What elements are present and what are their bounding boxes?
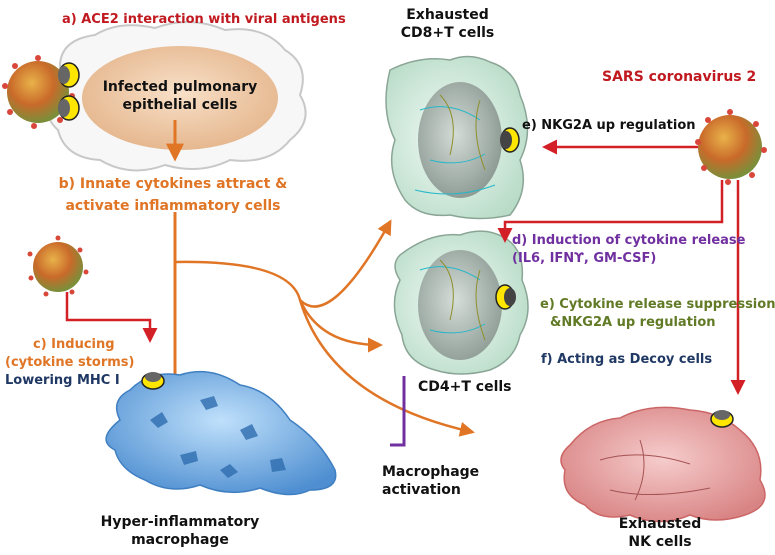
label-macrophage-activation: Macrophage activation xyxy=(382,463,479,499)
virus-icon xyxy=(27,235,89,297)
arrow-virus-to-inducing xyxy=(65,292,158,343)
label-inducing: c) Inducing (cytokine storms) Lowering M… xyxy=(5,336,135,390)
label-suppression-line1: e) Cytokine release suppression xyxy=(540,297,775,312)
receptor-icon xyxy=(58,95,80,121)
label-cytokine-line2: (IL6, IFNϒ, GM-CSF) xyxy=(512,251,657,266)
label-hyper-macrophage: Hyper-inflammatory macrophage xyxy=(95,513,265,549)
receptor-icon xyxy=(500,127,520,153)
label-cd8-line1: Exhausted xyxy=(406,7,489,23)
label-exhausted-nk: Exhausted NK cells xyxy=(610,515,710,551)
label-macro-line2: activation xyxy=(382,482,461,498)
cd8-t-cell xyxy=(385,55,529,220)
label-infected-line1: Infected pulmonary xyxy=(102,79,258,95)
virus-icon xyxy=(2,55,75,129)
label-sars-cov-2: SARS coronavirus 2 xyxy=(602,69,757,85)
receptor-icon xyxy=(710,410,734,428)
arrow-sars-to-cd4 xyxy=(497,180,724,243)
virus-icon xyxy=(695,109,767,185)
label-innate-line2: activate inflammatory cells xyxy=(65,198,281,214)
label-cytokine-release: d) Induction of cytokine release (IL6, I… xyxy=(512,232,745,268)
label-infected-cells: Infected pulmonary epithelial cells xyxy=(100,78,260,114)
label-suppression-line2: &NKG2A up regulation xyxy=(550,315,716,330)
receptor-icon xyxy=(58,62,80,88)
label-ace2-interaction: a) ACE2 interaction with viral antigens xyxy=(62,12,346,27)
label-macro-line1: Macrophage xyxy=(382,464,480,480)
label-hyper-line1: Hyper-inflammatory xyxy=(100,514,260,530)
macrophage-activation-bracket xyxy=(390,376,406,447)
label-nk-line1: Exhausted xyxy=(618,516,702,532)
label-cytokine-line1: d) Induction of cytokine release xyxy=(512,233,746,248)
cd4-t-cell xyxy=(393,230,529,375)
label-infected-line2: epithelial cells xyxy=(122,97,238,113)
label-innate-line1: b) Innate cytokines attract & xyxy=(58,176,288,192)
label-inducing-line2: (cytokine storms) xyxy=(5,355,135,370)
nk-cell xyxy=(560,406,766,523)
macrophage-cell xyxy=(105,370,337,496)
label-innate-cytokines: b) Innate cytokines attract & activate i… xyxy=(38,173,308,217)
label-inducing-line1: c) Inducing xyxy=(33,337,115,352)
label-nk-line2: NK cells xyxy=(628,534,692,550)
receptor-icon xyxy=(495,284,516,310)
label-cytokine-suppression: e) Cytokine release suppression &NKG2A u… xyxy=(540,296,775,332)
label-inducing-line3: Lowering MHC I xyxy=(5,373,120,388)
label-nkg2a-up: e) NKG2A up regulation xyxy=(522,118,696,133)
label-hyper-line2: macrophage xyxy=(131,532,229,548)
label-cd8-line2: CD8+T cells xyxy=(400,25,495,41)
label-decoy: f) Acting as Decoy cells xyxy=(541,352,713,367)
label-cd4: CD4+T cells xyxy=(418,379,512,395)
label-exhausted-cd8: Exhausted CD8+T cells xyxy=(380,6,515,42)
arrow-to-cd8 xyxy=(174,219,392,308)
arrow-to-cd4 xyxy=(298,299,383,353)
epithelial-cell xyxy=(46,20,307,172)
arrow-to-macrophage-activation xyxy=(298,299,475,437)
receptor-icon xyxy=(141,372,165,390)
